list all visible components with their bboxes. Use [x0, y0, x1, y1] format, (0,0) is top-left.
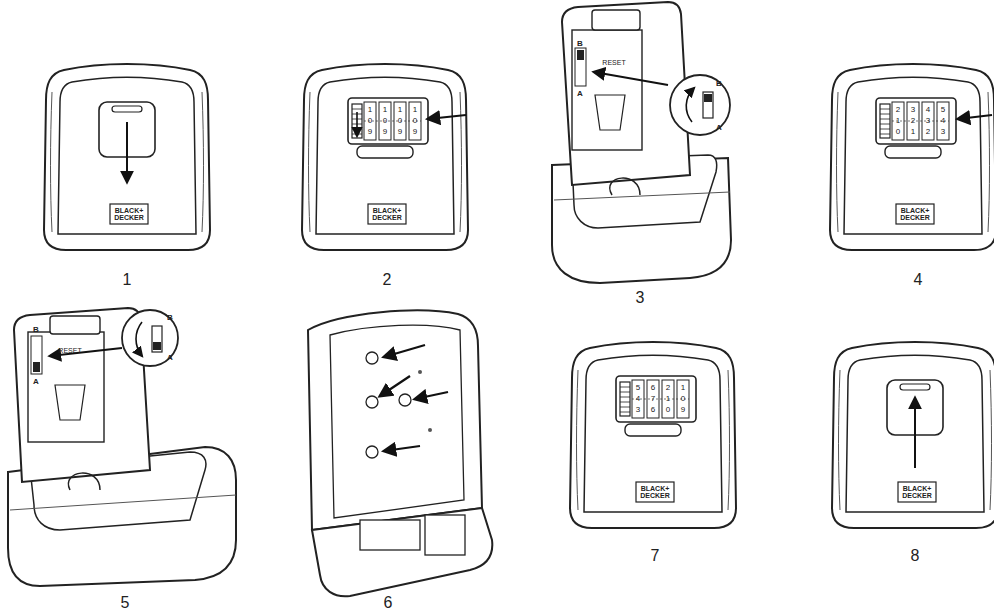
- brand-logo: BLACK+ DECKER: [638, 485, 672, 499]
- dial-digit: 9: [394, 128, 406, 136]
- dial-digit: 1: [677, 384, 689, 392]
- switch-position: A: [31, 378, 41, 386]
- dial-digit: 2: [892, 106, 904, 114]
- dial-digit: 6: [647, 406, 659, 414]
- step-number: 6: [378, 595, 398, 611]
- switch-position: A: [575, 90, 585, 98]
- step-number: 2: [377, 272, 397, 288]
- dial-digit: 3: [937, 128, 949, 136]
- dial-digit: 3: [907, 106, 919, 114]
- switch-position: A: [165, 354, 175, 362]
- dial-digit: 9: [379, 128, 391, 136]
- dial-digit: 9: [409, 128, 421, 136]
- dial-digit: 1: [892, 117, 904, 125]
- dial-digit: 1: [364, 106, 376, 114]
- wall-mount-view: [308, 311, 492, 597]
- dial-digit: 3: [632, 406, 644, 414]
- dial-digit: 1: [409, 106, 421, 114]
- step-number: 8: [905, 548, 925, 564]
- dial-digit: 4: [632, 395, 644, 403]
- step-number: 4: [908, 272, 928, 288]
- switch-position: A: [714, 124, 724, 132]
- dial-digit: 4: [937, 117, 949, 125]
- dial-lockbox: [570, 342, 736, 528]
- dial-digit: 5: [937, 106, 949, 114]
- step-number: 7: [645, 548, 665, 564]
- dial-digit: 0: [364, 117, 376, 125]
- switch-position: B: [575, 40, 585, 48]
- dial-digit: 0: [662, 406, 674, 414]
- dial-digit: 0: [677, 395, 689, 403]
- dial-digit: 4: [922, 106, 934, 114]
- step-number: 5: [115, 595, 135, 611]
- reset-label: RESET: [54, 347, 86, 354]
- switch-position: B: [31, 326, 41, 334]
- open-lockbox: [552, 2, 731, 283]
- dial-digit: 2: [907, 117, 919, 125]
- brand-logo: BLACK+ DECKER: [370, 207, 404, 221]
- step-number: 1: [117, 272, 137, 288]
- dial-digit: 9: [677, 406, 689, 414]
- open-lockbox: [8, 308, 236, 586]
- dial-digit: 1: [907, 128, 919, 136]
- dial-lockbox: [302, 64, 468, 250]
- closed-lockbox: [832, 342, 994, 528]
- dial-digit: 1: [662, 395, 674, 403]
- brand-logo: BLACK+ DECKER: [112, 207, 146, 221]
- dial-digit: 2: [662, 384, 674, 392]
- reset-label: RESET: [598, 59, 630, 66]
- dial-digit: 6: [647, 384, 659, 392]
- dial-digit: 1: [379, 106, 391, 114]
- dial-digit: 1: [394, 106, 406, 114]
- dial-digit: 2: [922, 128, 934, 136]
- brand-logo: BLACK+ DECKER: [898, 207, 932, 221]
- dial-digit: 7: [647, 395, 659, 403]
- dial-digit: 0: [892, 128, 904, 136]
- dial-digit: 3: [922, 117, 934, 125]
- switch-position: B: [714, 80, 724, 88]
- dial-digit: 0: [379, 117, 391, 125]
- dial-digit: 0: [394, 117, 406, 125]
- dial-digit: 5: [632, 384, 644, 392]
- closed-lockbox: [44, 64, 210, 250]
- dial-lockbox: [830, 64, 994, 250]
- switch-position: B: [165, 314, 175, 322]
- step-number: 3: [630, 290, 650, 306]
- brand-logo: BLACK+ DECKER: [900, 485, 934, 499]
- dial-digit: 0: [409, 117, 421, 125]
- dial-digit: 9: [364, 128, 376, 136]
